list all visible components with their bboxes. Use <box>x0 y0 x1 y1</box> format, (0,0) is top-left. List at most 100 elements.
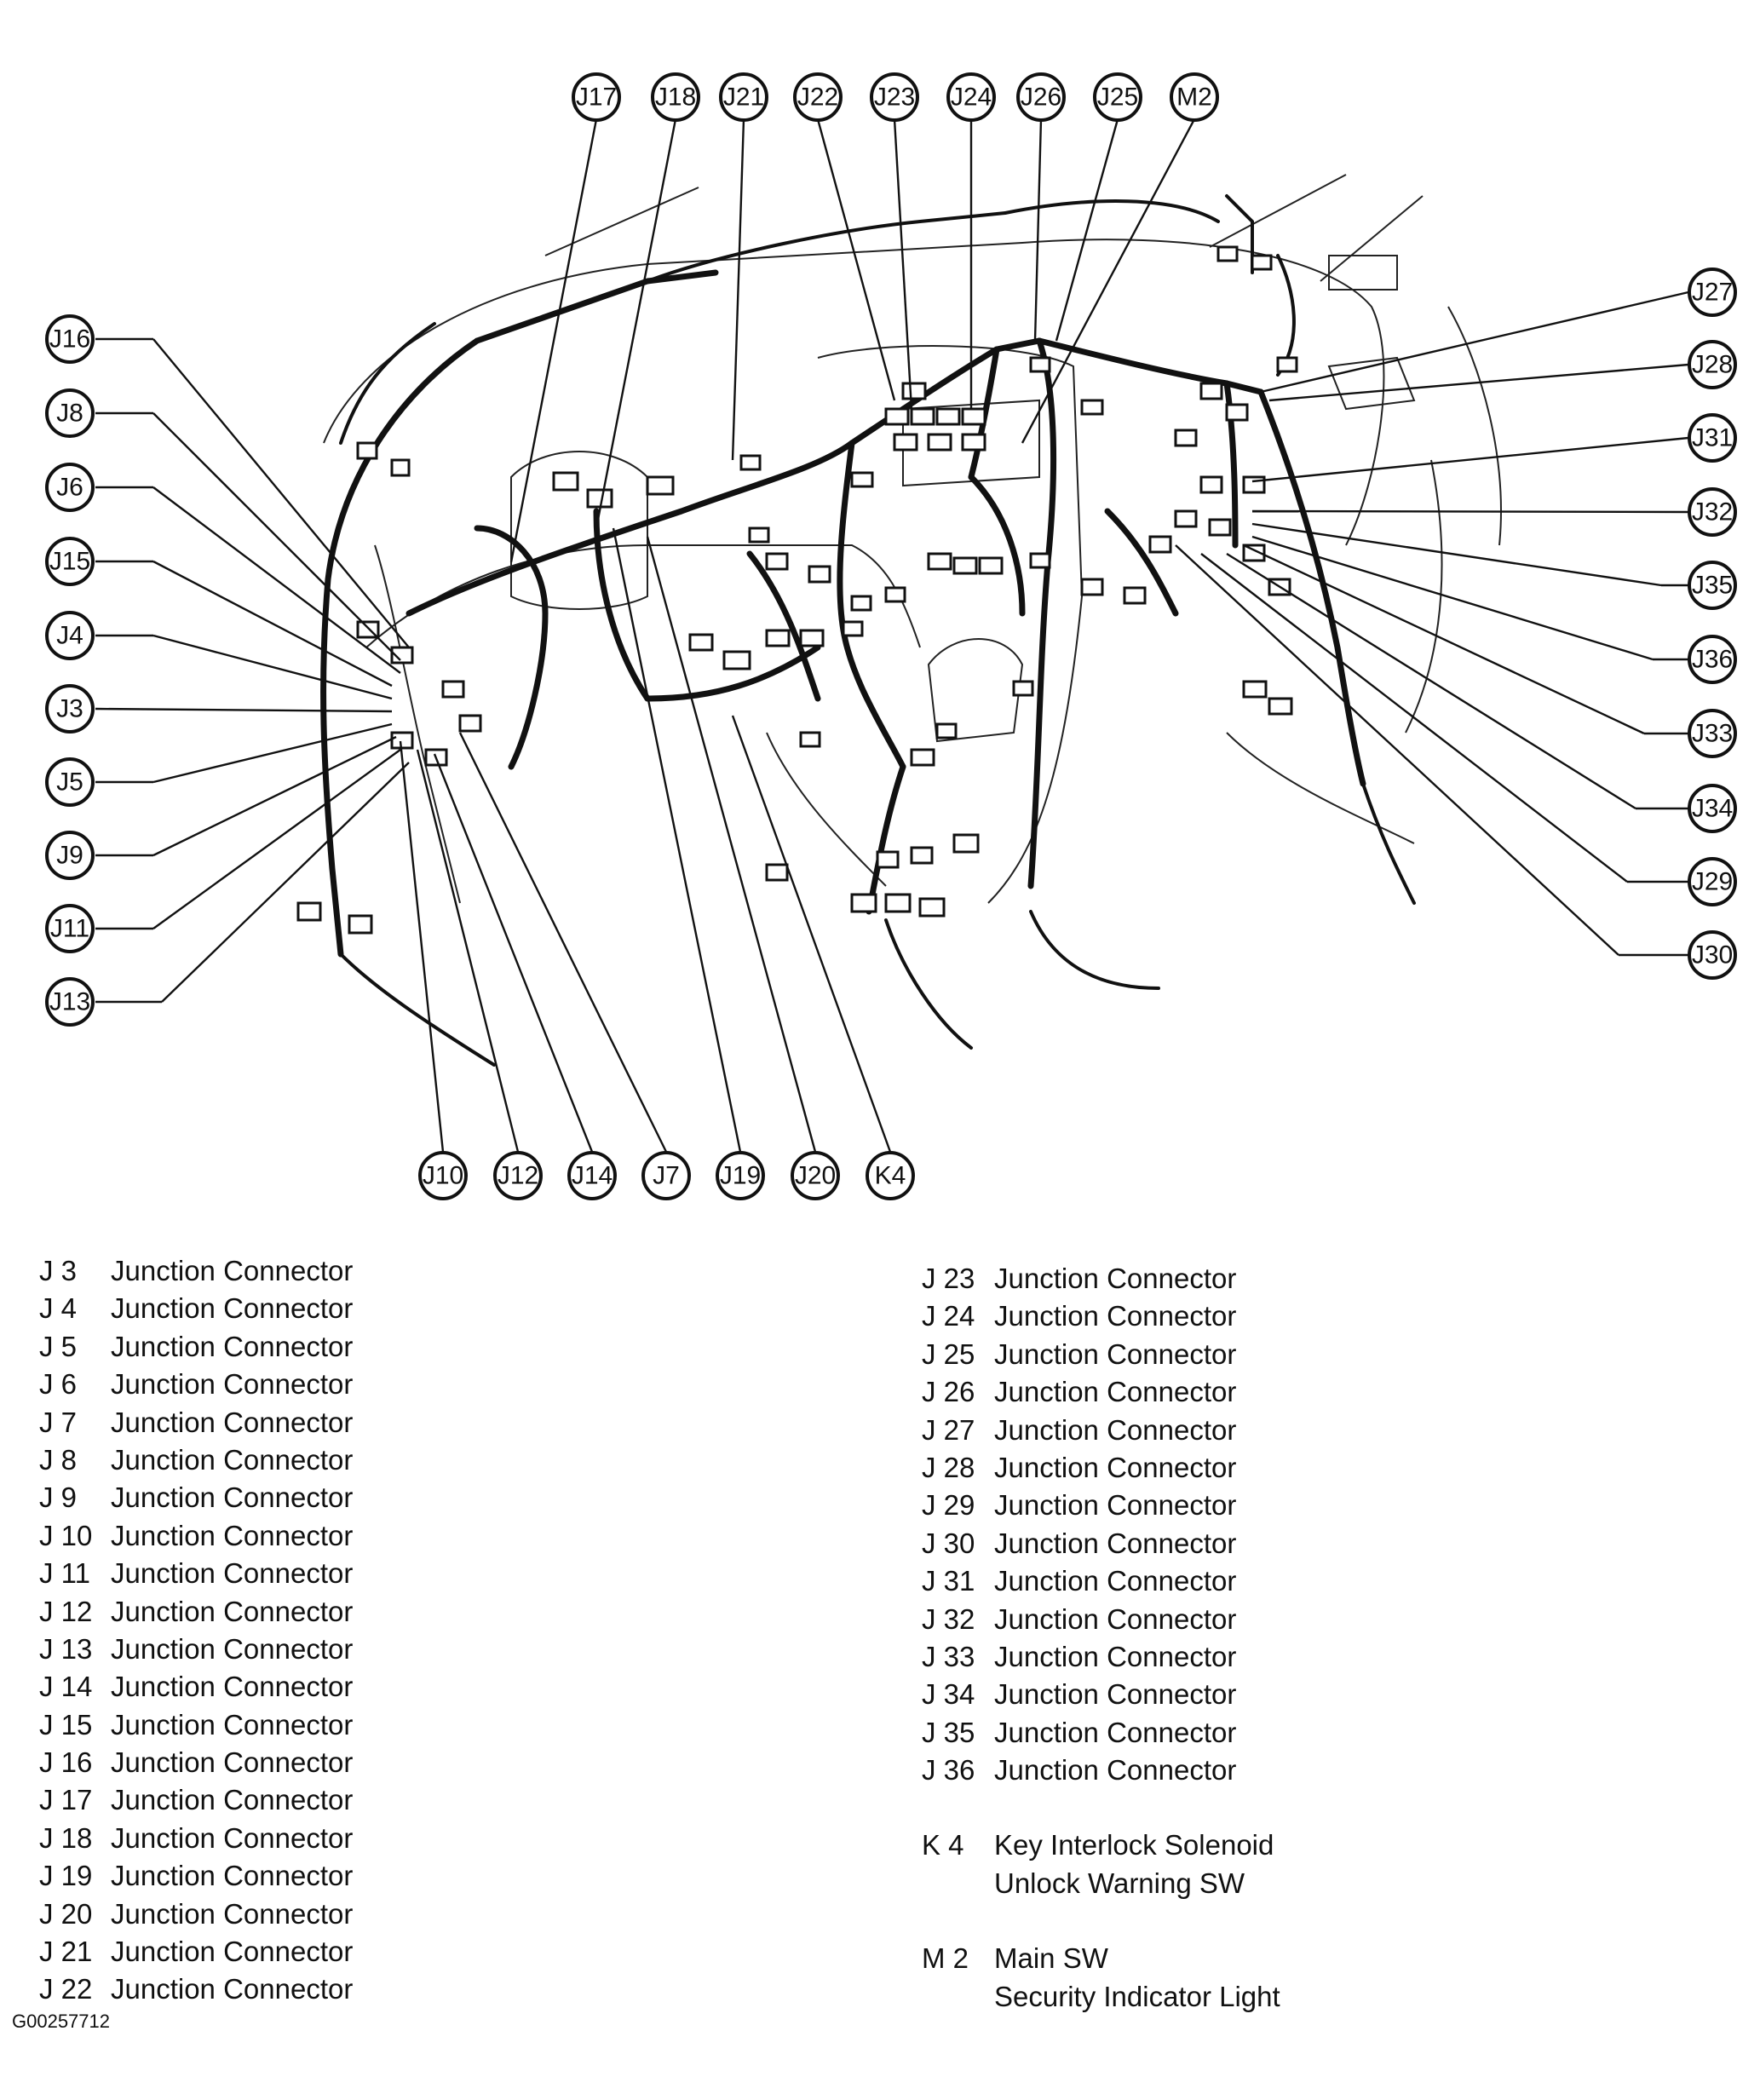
legend-desc: Junction Connector <box>111 1292 354 1325</box>
callout-label: J4 <box>56 622 83 650</box>
callout-label: J3 <box>56 695 83 723</box>
callout-j12: J12 <box>493 1151 543 1200</box>
callout-label: J8 <box>56 400 83 428</box>
legend-code: J 7 <box>39 1406 78 1438</box>
callout-label: J12 <box>498 1162 538 1190</box>
callout-label: J33 <box>1692 720 1733 748</box>
callout-label: J27 <box>1692 279 1733 307</box>
legend-code: J 13 <box>39 1632 93 1665</box>
callouts-top: J17 J18 J21 J22 J23 J24 J26 J25 M2 <box>572 72 1219 122</box>
legend-code: J 21 <box>39 1936 93 1968</box>
legend-desc: Junction Connector <box>111 1519 354 1551</box>
callout-label: J18 <box>655 83 696 112</box>
legend-code: J 14 <box>39 1671 93 1703</box>
legend-row: J 20 Junction Connector <box>39 1896 353 1933</box>
callout-j19: J19 <box>716 1151 765 1200</box>
legend-desc: Junction Connector <box>994 1640 1237 1672</box>
callout-label: J19 <box>720 1162 761 1190</box>
legend-code: J 30 <box>922 1527 975 1559</box>
callout-label: J31 <box>1692 424 1733 452</box>
callout-label: J9 <box>56 842 83 870</box>
callout-label: J13 <box>49 988 90 1016</box>
legend-code: J 8 <box>39 1443 78 1476</box>
legend-code: J 26 <box>922 1376 975 1408</box>
callout-k4: K4 <box>866 1151 915 1200</box>
legend-code: M 2 <box>922 1942 969 1975</box>
legend-code: J 11 <box>39 1557 90 1590</box>
callout-j15: J15 <box>45 537 95 586</box>
legend-code: J 15 <box>39 1708 93 1740</box>
legend-row: J 15 Junction Connector <box>39 1706 353 1744</box>
callout-j17: J17 <box>572 72 621 122</box>
legend-desc: Junction Connector <box>111 1897 354 1930</box>
legend-desc: Junction Connector <box>111 1936 354 1968</box>
callout-label: J6 <box>56 474 83 502</box>
callout-j13: J13 <box>45 977 95 1027</box>
callout-label: J17 <box>576 83 617 112</box>
legend-code: J 22 <box>39 1973 93 2005</box>
legend-row: J 22 Junction Connector <box>39 1971 353 2008</box>
legend-code: J 31 <box>922 1565 975 1597</box>
legend-code: J 36 <box>922 1754 975 1786</box>
callout-j32: J32 <box>1688 487 1737 537</box>
callout-label: J29 <box>1692 868 1733 896</box>
callout-j8: J8 <box>45 388 95 438</box>
legend-desc: Junction Connector <box>111 1821 354 1854</box>
callout-label: J10 <box>423 1162 463 1190</box>
legend-desc: Junction Connector <box>111 1557 354 1590</box>
callout-label: J22 <box>797 83 838 112</box>
legend-desc: Junction Connector <box>111 1973 354 2005</box>
callout-label: J15 <box>49 548 90 576</box>
callout-label: J28 <box>1692 351 1733 379</box>
legend-code: J 20 <box>39 1897 93 1930</box>
legend-code: J 33 <box>922 1640 975 1672</box>
callout-j35: J35 <box>1688 561 1737 610</box>
legend-code: J 35 <box>922 1716 975 1748</box>
legend-desc: Junction Connector <box>111 1860 354 1892</box>
wiring-location-diagram: J17 J18 J21 J22 J23 J24 J26 J25 M2 J16 J… <box>45 72 1737 1200</box>
callout-label: J20 <box>795 1162 836 1190</box>
callout-j4: J4 <box>45 611 95 660</box>
callouts-bottom: J10 J12 J14 J7 J19 J20 K4 <box>418 1151 915 1200</box>
legend-code: J 18 <box>39 1821 93 1854</box>
callout-j22: J22 <box>793 72 843 122</box>
legend-code: J 16 <box>39 1746 93 1779</box>
callout-label: J35 <box>1692 572 1733 600</box>
legend-desc: Junction Connector <box>994 1376 1237 1408</box>
dashboard-outline <box>323 174 1502 904</box>
legend-code: J 32 <box>922 1602 975 1635</box>
legend-desc: Junction Connector <box>111 1330 354 1362</box>
callout-label: J25 <box>1097 83 1138 112</box>
legend-desc: Junction Connector <box>111 1443 354 1476</box>
legend-row-m2: M 2 Main SW Security Indicator Light <box>922 1940 1280 2016</box>
legend-desc: Junction Connector <box>994 1678 1237 1711</box>
legend-desc: Junction Connector <box>111 1671 354 1703</box>
legend-row: J 18 Junction Connector <box>39 1820 353 1857</box>
callout-j29: J29 <box>1688 857 1737 906</box>
legend-desc: Junction Connector <box>111 1482 354 1514</box>
legend-desc: Junction Connector <box>111 1708 354 1740</box>
callout-label: J5 <box>56 768 83 797</box>
callout-j27: J27 <box>1688 268 1737 317</box>
callout-j11: J11 <box>45 904 95 953</box>
legend-row: J 33 Junction Connector <box>922 1638 1280 1676</box>
callout-j30: J30 <box>1688 930 1737 980</box>
callout-j16: J16 <box>45 314 95 364</box>
legend-desc: Main SW Security Indicator Light <box>994 1942 1280 2012</box>
legend-desc: Junction Connector <box>994 1565 1237 1597</box>
legend-row: J 26 Junction Connector <box>922 1373 1280 1411</box>
legend-desc: Junction Connector <box>994 1338 1237 1370</box>
